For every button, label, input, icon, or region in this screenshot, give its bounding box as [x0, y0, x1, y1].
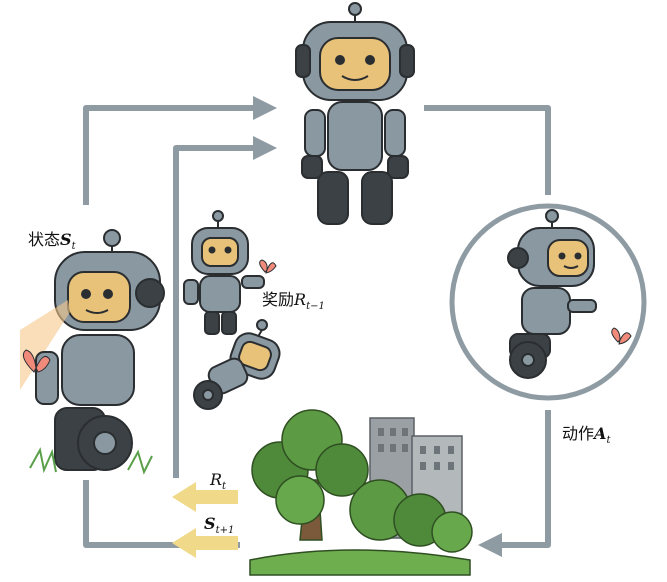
reward-robot-fallen: [193, 319, 281, 410]
action-label: 动作At: [562, 424, 611, 447]
reward-to-agent-arrow: [173, 136, 277, 478]
butterfly-icon: [22, 349, 51, 373]
feedback-arrows: [172, 482, 238, 558]
environment-trees: [249, 409, 473, 576]
agent-robot: [295, 2, 415, 225]
action-circle: [449, 203, 647, 401]
agent-to-action-line: [424, 105, 551, 195]
state-robot: [20, 229, 165, 475]
state-to-agent-arrow: [83, 96, 277, 205]
action-butterfly-icon: [611, 327, 632, 345]
small-butterfly-icon: [259, 259, 277, 274]
next-state-label: St+1: [204, 514, 235, 537]
action-to-environment-arrow: [478, 410, 551, 557]
reward-prev-label: 奖励Rt−1: [262, 290, 325, 313]
reward-arrow: [172, 482, 238, 512]
next-state-arrow: [172, 528, 238, 558]
reward-robot-upright: [183, 210, 265, 335]
reward-label: Rt: [210, 470, 227, 493]
state-label: 状态St: [28, 230, 76, 253]
action-robot: [507, 209, 597, 379]
